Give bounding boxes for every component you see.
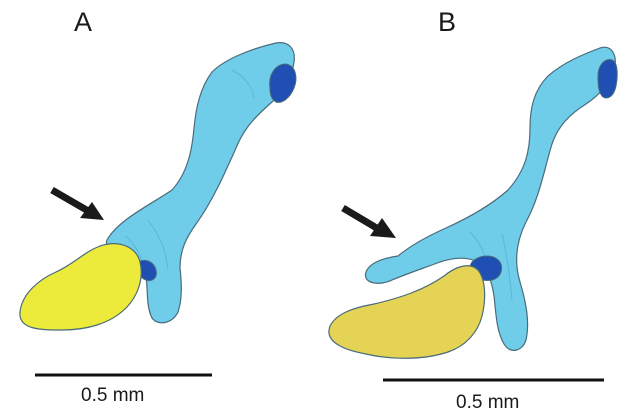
panel-a-top-cartilage — [270, 64, 296, 102]
panel-b-arrow — [343, 208, 396, 238]
panel-a-scale-label: 0.5 mm — [81, 385, 144, 406]
panel-a-arrow — [52, 190, 104, 220]
panel-a-yellow-element — [20, 244, 141, 330]
panel-a-letter: A — [74, 7, 92, 37]
panel-b: B 0.5 mm — [329, 7, 617, 413]
panel-b-yellow-element — [329, 266, 485, 359]
panel-b-scale-label: 0.5 mm — [456, 392, 519, 413]
panel-b-letter: B — [438, 7, 456, 37]
panel-b-top-cartilage — [598, 60, 617, 98]
panel-a: A 0.5 mm — [20, 7, 296, 406]
